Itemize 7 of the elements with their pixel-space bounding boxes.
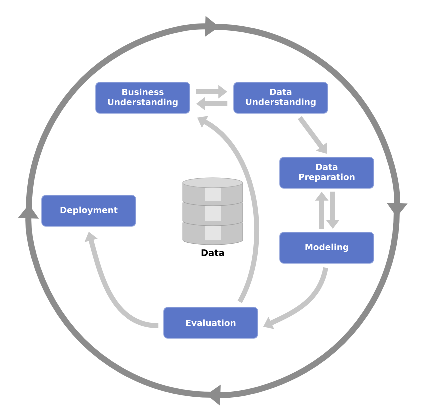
process-box: Evaluation: [164, 307, 258, 339]
process-box: Data Preparation: [280, 157, 374, 189]
process-box: Data Understanding: [234, 82, 328, 114]
process-box: Modeling: [280, 232, 374, 264]
caption-text: Data: [202, 250, 224, 256]
process-box: Deployment: [42, 195, 136, 227]
process-box: Business Understanding: [96, 82, 190, 114]
